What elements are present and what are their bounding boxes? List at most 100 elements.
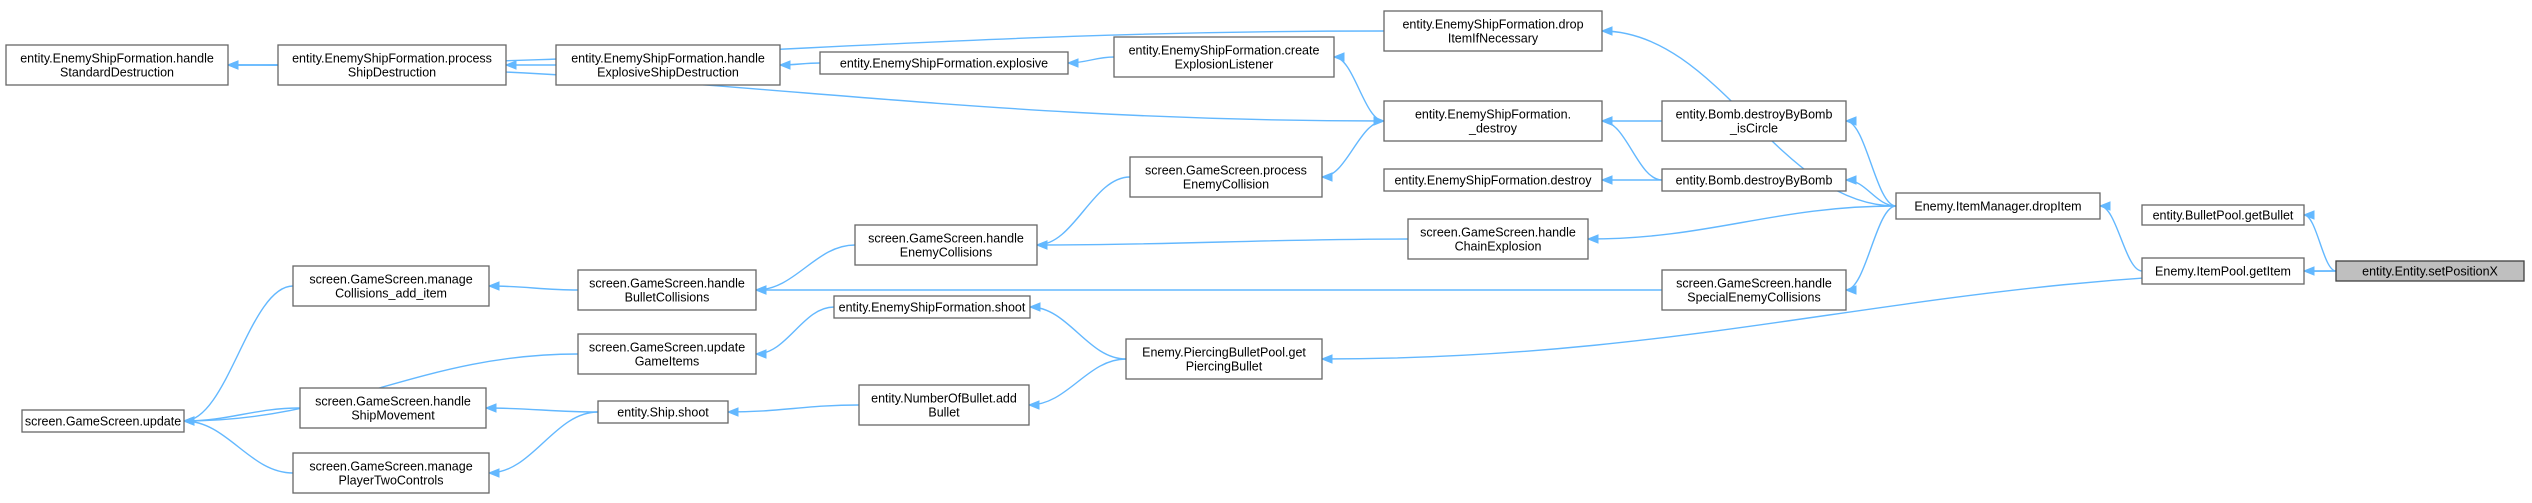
edge-handleExplosiveShipDestruction-to-explosive [778,60,821,70]
node-layer: entity.Entity.setPositionX entity.BulletP… [5,10,2525,494]
edge-isCircle-to-dropItem [1844,116,1897,207]
edge-destroyByBomb-to-dropItem [1844,175,1897,207]
node-getBullet[interactable]: entity.BulletPool.getBullet [2141,204,2305,226]
node-label: _destroy [1468,122,1518,136]
edge-handleBulletCollisions-to-handleSpecialEnemyCollisions [754,285,1662,295]
arrowhead [1373,116,1386,126]
node-formationDestroyPriv[interactable]: entity.EnemyShipFormation._destroy [1383,100,1603,142]
arrowhead [504,60,517,70]
node-dropItem[interactable]: Enemy.ItemManager.dropItem [1895,192,2101,220]
node-shipShoot[interactable]: entity.Ship.shoot [597,400,729,424]
arrowhead [1320,172,1333,182]
node-label: screen.GameScreen.update [589,341,745,355]
node-isCircle[interactable]: entity.Bomb.destroyByBomb_isCircle [1661,100,1847,142]
node-label: PlayerTwoControls [339,474,444,488]
node-handleSpecialEnemyCollisions[interactable]: screen.GameScreen.handleSpecialEnemyColl… [1661,269,1847,311]
edge-line [183,420,294,474]
node-label: entity.EnemyShipFormation.shoot [839,301,1026,315]
node-handleStandardDestruction[interactable]: entity.EnemyShipFormation.handleStandard… [5,44,229,86]
edge-dropItem-to-getItem [2098,201,2143,272]
node-label: entity.BulletPool.getBullet [2153,209,2294,223]
node-setPositionX[interactable]: entity.Entity.setPositionX [2335,260,2525,282]
node-label: entity.EnemyShipFormation.destroy [1394,174,1592,188]
node-label: entity.EnemyShipFormation.handle [571,52,765,66]
node-box [1383,10,1603,52]
node-box [5,44,229,86]
node-label: screen.GameScreen.handle [315,395,471,409]
node-dropItemIfNecessary[interactable]: entity.EnemyShipFormation.dropItemIfNece… [1383,10,1603,52]
arrowhead [1586,234,1599,244]
node-label: Bullet [928,406,960,420]
node-handleExplosiveShipDestruction[interactable]: entity.EnemyShipFormation.handleExplosiv… [555,44,781,86]
arrowhead [1600,175,1613,185]
node-box [819,51,1069,75]
edge-createExplosionListener-to-formationDestroyPriv [1332,52,1385,122]
edge-formationShoot-to-getPiercingBullet [1028,302,1127,360]
edge-line [1845,120,1897,207]
node-gameScreenUpdate[interactable]: screen.GameScreen.update [21,409,185,433]
node-createExplosionListener[interactable]: entity.EnemyShipFormation.createExplosio… [1113,36,1335,78]
edge-line [2099,205,2143,272]
node-processShipDestruction[interactable]: entity.EnemyShipFormation.processShipDes… [277,44,507,86]
node-box [2141,257,2305,285]
node-label: screen.GameScreen.process [1145,164,1307,178]
edge-line [1036,238,1409,246]
node-box [1383,168,1603,192]
node-formationDestroy[interactable]: entity.EnemyShipFormation.destroy [1383,168,1603,192]
node-label: SpecialEnemyCollisions [1687,291,1820,305]
node-label: screen.GameScreen.update [25,415,181,429]
node-box [858,384,1030,426]
edge-handleEnemyCollisions-to-processEnemyCollision [1035,176,1131,250]
edge-line [1333,56,1385,122]
edge-line [1029,306,1127,360]
edge-handleSpecialEnemyCollisions-to-dropItem [1844,205,1897,295]
node-label: entity.EnemyShipFormation.create [1129,44,1320,58]
node-box [597,400,729,424]
node-box [854,224,1038,266]
edge-formationDestroy-to-destroyByBomb [1600,175,1662,185]
node-box [21,409,185,433]
node-label: _isCircle [1729,122,1778,136]
edge-processShipDestruction-to-handleExplosiveShipDestruction [504,60,556,70]
node-label: ExplosionListener [1175,58,1274,72]
edge-line [488,285,579,291]
arrowhead [1844,285,1857,295]
edge-line [485,407,599,413]
node-box [577,269,757,311]
arrowhead [778,60,791,70]
arrowhead [1844,116,1857,126]
edge-line [1601,120,1663,181]
edge-line [755,244,856,291]
edge-handleStandardDestruction-to-processShipDestruction [226,60,278,70]
node-box [299,387,487,429]
arrowhead [726,407,739,417]
node-label: ItemIfNecessary [1448,32,1539,46]
node-label: entity.Bomb.destroyByBomb [1676,174,1833,188]
node-getPiercingBullet[interactable]: Enemy.PiercingBulletPool.getPiercingBull… [1125,338,1323,380]
edge-handleChainExplosion-to-dropItem [1586,205,1897,244]
arrowhead [754,285,767,295]
node-managePlayerTwo[interactable]: screen.GameScreen.managePlayerTwoControl… [292,452,490,494]
node-label: screen.GameScreen.handle [868,232,1024,246]
arrowhead [484,403,497,413]
node-explosive[interactable]: entity.EnemyShipFormation.explosive [819,51,1069,75]
node-label: entity.Bomb.destroyByBomb [1676,108,1833,122]
edge-layer [182,26,2337,478]
node-label: screen.GameScreen.handle [1676,277,1832,291]
node-destroyByBomb[interactable]: entity.Bomb.destroyByBomb [1661,168,1847,192]
edge-line [727,404,860,413]
arrowhead [487,281,500,291]
arrowhead [1332,52,1345,62]
node-manageCollisions[interactable]: screen.GameScreen.manageCollisions_add_i… [292,265,490,307]
node-getItem[interactable]: Enemy.ItemPool.getItem [2141,257,2305,285]
node-formationShoot[interactable]: entity.EnemyShipFormation.shoot [833,295,1031,319]
node-label: entity.Ship.shoot [617,406,709,420]
edge-manageCollisions-to-handleBulletCollisions [487,281,579,291]
